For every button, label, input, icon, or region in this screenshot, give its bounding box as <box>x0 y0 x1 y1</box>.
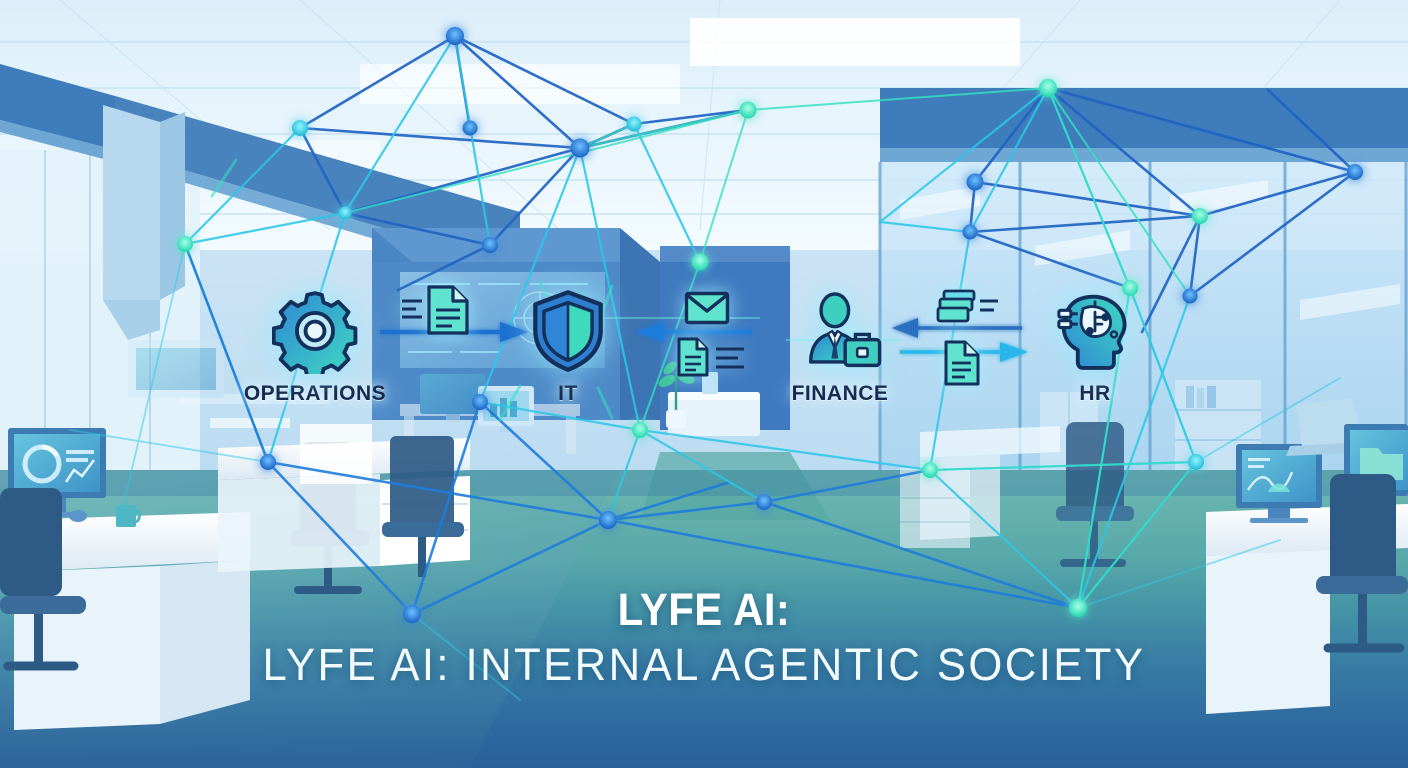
database-stack-icon <box>936 288 1006 328</box>
envelope-icon <box>684 291 730 325</box>
text-lines-icon <box>400 296 424 322</box>
title-line-secondary: LYFE AI: INTERNAL AGENTIC SOCIETY <box>262 639 1146 691</box>
poster-title-block: LYFE AI: LYFE AI: INTERNAL AGENTIC SOCIE… <box>0 586 1408 689</box>
document-icon <box>425 284 471 336</box>
document-lines-icon <box>676 337 750 377</box>
department-label: HR <box>1079 382 1111 405</box>
department-operations[interactable]: OPERATIONS <box>230 288 400 406</box>
department-label: FINANCE <box>791 382 889 405</box>
department-label: OPERATIONS <box>243 382 387 405</box>
department-finance[interactable]: FINANCE <box>755 288 925 406</box>
title-line-primary: LYFE AI: <box>617 584 791 635</box>
department-label: IT <box>558 382 578 405</box>
shield-icon <box>525 288 611 374</box>
department-hr[interactable]: HR <box>1010 288 1180 406</box>
gear-icon <box>272 288 358 374</box>
department-it[interactable]: IT <box>483 288 653 406</box>
ai-head-profile-icon <box>1052 288 1138 374</box>
document-icon <box>943 340 981 386</box>
businessman-briefcase-icon <box>797 288 883 374</box>
